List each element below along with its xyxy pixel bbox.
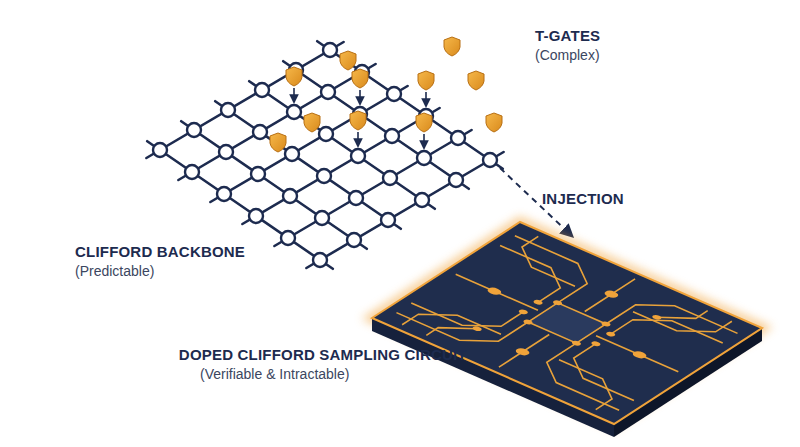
lattice-node xyxy=(317,169,331,183)
heading-label: T-GATES xyxy=(535,27,600,44)
injection-tick xyxy=(293,88,295,102)
lattice-node xyxy=(185,165,199,179)
t-gate-shield xyxy=(416,113,432,132)
injection-tick xyxy=(423,134,425,148)
t-gate-shield xyxy=(418,71,434,90)
lattice-node xyxy=(287,105,301,119)
lattice-node xyxy=(187,123,201,137)
lattice-node xyxy=(281,231,295,245)
lattice-node xyxy=(321,85,335,99)
t-gate-shield xyxy=(270,133,286,152)
heading-label: INJECTION xyxy=(542,190,624,207)
lattice-node xyxy=(219,145,233,159)
lattice-node xyxy=(319,127,333,141)
t-gate-shield xyxy=(304,113,320,132)
lattice-node xyxy=(415,193,429,207)
subtitle-label: (Complex) xyxy=(535,47,600,63)
lattice-node xyxy=(385,129,399,143)
lattice-line xyxy=(317,41,503,169)
lattice-node xyxy=(449,173,463,187)
lattice-node xyxy=(255,83,269,97)
t-gate-shield xyxy=(444,37,460,56)
t-gate-shield xyxy=(486,113,502,132)
t-gate-shield xyxy=(468,71,484,90)
subtitle-label: (Predictable) xyxy=(75,263,154,279)
lattice-node xyxy=(323,43,337,57)
lattice-node xyxy=(315,211,329,225)
clifford-lattice xyxy=(146,41,503,269)
lattice-node xyxy=(251,167,265,181)
lattice-node xyxy=(253,125,267,139)
lattice-node xyxy=(347,233,361,247)
lattice-node xyxy=(285,147,299,161)
lattice-node xyxy=(249,209,263,223)
subtitle-label: (Verifiable & Intractable) xyxy=(200,366,349,382)
lattice-node xyxy=(451,131,465,145)
lattice-node xyxy=(381,213,395,227)
lattice-node xyxy=(221,103,235,117)
injection-tick xyxy=(359,90,361,104)
chip xyxy=(372,222,762,437)
lattice-node xyxy=(387,87,401,101)
injection-tick xyxy=(425,92,427,106)
injection-tick xyxy=(357,132,359,146)
heading-label: DOPED CLIFFORD SAMPLING CIRCUIT xyxy=(179,346,467,363)
t-gate-shield xyxy=(350,111,366,130)
lattice-node xyxy=(351,149,365,163)
lattice-node xyxy=(417,151,431,165)
lattice-node xyxy=(153,143,167,157)
lattice-node xyxy=(383,171,397,185)
lattice-node xyxy=(349,191,363,205)
t-gate-shield xyxy=(286,67,302,86)
lattice-node xyxy=(283,189,297,203)
t-gate-shields xyxy=(270,37,502,152)
t-gate-shield xyxy=(340,51,356,70)
lattice-node xyxy=(483,153,497,167)
lattice-node xyxy=(313,253,327,267)
lattice-node xyxy=(217,187,231,201)
heading-label: CLIFFORD BACKBONE xyxy=(75,243,245,260)
t-gate-shield xyxy=(352,69,368,88)
